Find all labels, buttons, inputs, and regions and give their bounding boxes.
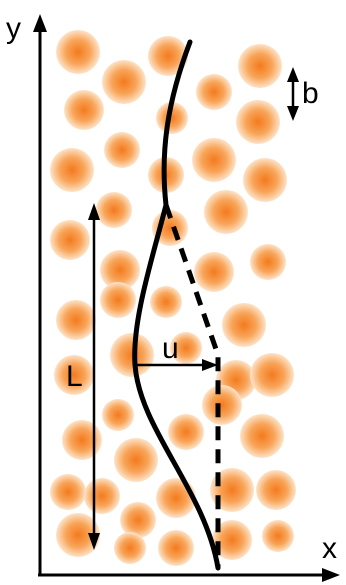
particle	[250, 353, 294, 397]
particle	[62, 420, 102, 460]
particle	[100, 282, 136, 318]
particle	[120, 502, 156, 538]
particle	[114, 438, 158, 482]
particle	[202, 385, 242, 425]
diameter-top-arrow	[287, 67, 299, 82]
particle	[168, 414, 204, 450]
particle	[236, 100, 280, 144]
particle	[50, 474, 86, 510]
x-axis-arrowhead	[322, 568, 340, 582]
particle	[110, 333, 154, 377]
particle	[56, 300, 96, 340]
particle	[240, 414, 284, 458]
particle	[262, 520, 294, 552]
particle	[243, 158, 287, 202]
length-label: L	[66, 360, 83, 393]
particle	[50, 220, 90, 260]
diameter-label: b	[302, 77, 319, 110]
particle	[192, 138, 236, 182]
particle	[194, 252, 234, 292]
y-axis-arrowhead	[33, 14, 47, 32]
particle	[56, 30, 100, 74]
x-axis-label: x	[322, 532, 337, 565]
diameter-marker: b	[287, 67, 319, 121]
particle	[204, 190, 248, 234]
particle	[104, 132, 140, 168]
particle	[150, 286, 182, 318]
particle	[238, 44, 282, 88]
particle	[102, 399, 134, 431]
particle	[256, 470, 296, 510]
particle	[196, 74, 232, 110]
diameter-bottom-arrow	[287, 106, 299, 121]
particle	[102, 60, 146, 104]
particle	[84, 478, 120, 514]
y-axis-label: y	[6, 12, 21, 45]
particle	[222, 303, 266, 347]
particle	[50, 148, 94, 192]
displacement-label: u	[162, 332, 179, 365]
particle	[96, 192, 132, 228]
particle	[158, 530, 194, 566]
particle	[156, 478, 196, 518]
particle-field	[50, 30, 296, 566]
particle	[250, 244, 286, 280]
particle	[114, 532, 146, 564]
particle	[64, 90, 104, 130]
